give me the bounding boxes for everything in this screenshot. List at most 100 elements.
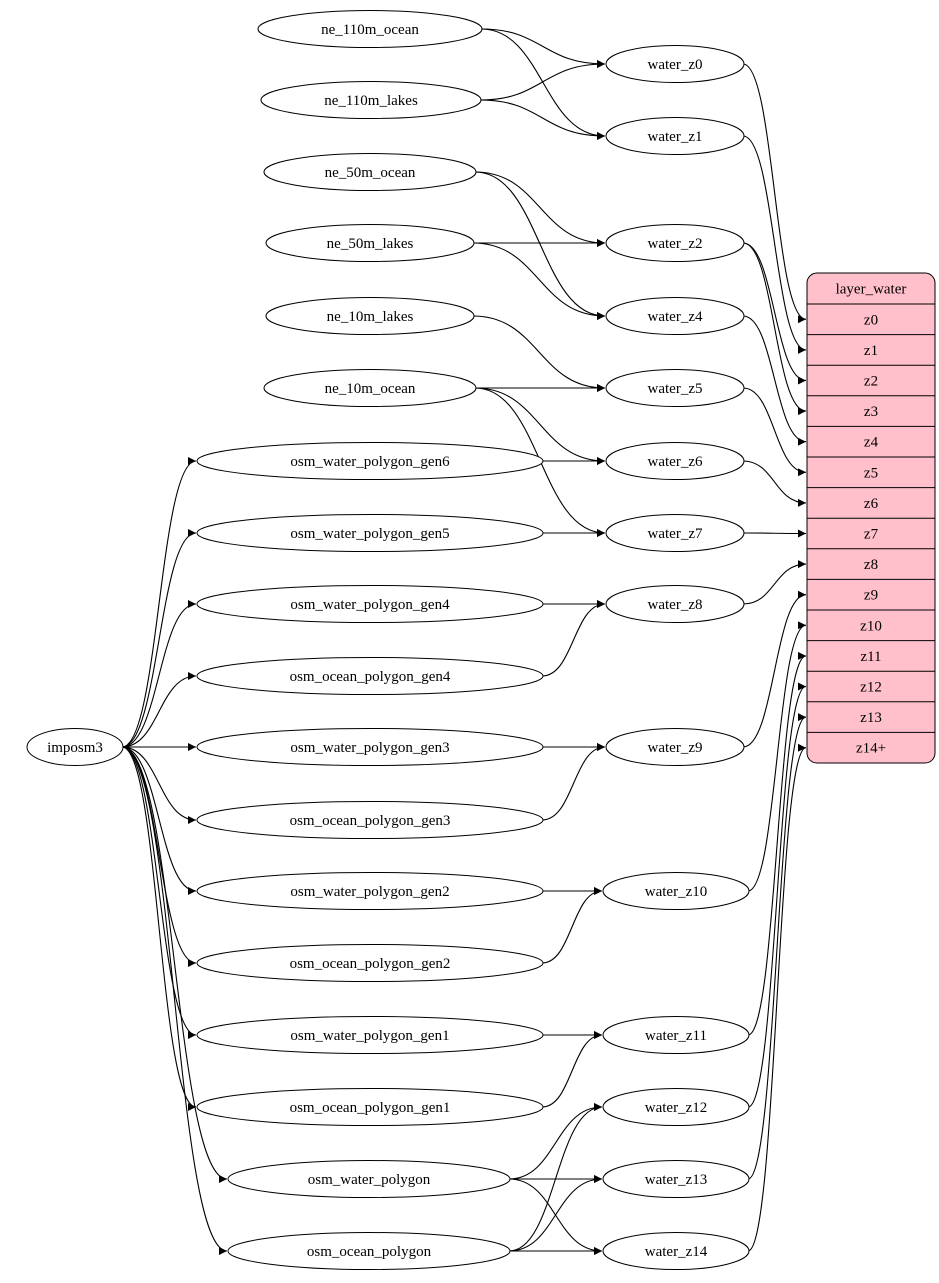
edge-osm_ocean_polygon_gen3-to-water_z9 bbox=[541, 743, 606, 821]
node-label-osm_ocean_polygon_gen4: osm_ocean_polygon_gen4 bbox=[290, 669, 451, 685]
edge-water_z4-to-z4 bbox=[742, 315, 807, 446]
node-osm_ocean_polygon_gen1: osm_ocean_polygon_gen1 bbox=[196, 1088, 544, 1126]
edge-water_z11-to-z11 bbox=[747, 652, 807, 1036]
node-shape-water_z14 bbox=[602, 1232, 750, 1270]
node-label-ne_50m_ocean: ne_50m_ocean bbox=[325, 165, 416, 181]
edge-water_z10-to-z10 bbox=[747, 621, 807, 892]
edge-imposm3-to-osm_water_polygon_gen5 bbox=[121, 529, 197, 748]
node-water_z0: water_z0 bbox=[605, 45, 745, 83]
node-osm_ocean_polygon_gen3: osm_ocean_polygon_gen3 bbox=[196, 801, 544, 839]
node-water_z7: water_z7 bbox=[605, 514, 745, 552]
table-row-z11: z11 bbox=[860, 649, 881, 665]
node-shape-water_z7 bbox=[605, 514, 745, 552]
node-shape-water_z10 bbox=[602, 872, 750, 910]
edge-ne_50m_ocean-to-water_z2 bbox=[474, 171, 606, 247]
edge-osm_ocean_polygon_gen2-to-water_z10 bbox=[541, 887, 603, 964]
edge-ne_50m_lakes-to-water_z4 bbox=[472, 242, 606, 320]
node-label-osm_ocean_polygon_gen3: osm_ocean_polygon_gen3 bbox=[290, 813, 451, 829]
node-shape-water_z4 bbox=[605, 297, 745, 335]
node-shape-ne_110m_lakes bbox=[260, 81, 482, 119]
node-shape-osm_water_polygon_gen1 bbox=[196, 1016, 544, 1054]
edge-ne_110m_ocean-to-water_z0 bbox=[480, 28, 606, 68]
edge-water_z13-to-z13 bbox=[747, 713, 807, 1180]
node-shape-imposm3 bbox=[26, 728, 124, 766]
table-row-z9: z9 bbox=[864, 588, 878, 604]
edge-imposm3-to-osm_water_polygon_gen6 bbox=[121, 457, 197, 748]
node-osm_water_polygon_gen6: osm_water_polygon_gen6 bbox=[196, 442, 544, 480]
node-label-water_z13: water_z13 bbox=[645, 1172, 707, 1188]
edge-osm_water_polygon-to-water_z12 bbox=[508, 1103, 603, 1180]
node-shape-water_z1 bbox=[605, 117, 745, 155]
node-water_z8: water_z8 bbox=[605, 585, 745, 623]
node-ne_110m_ocean: ne_110m_ocean bbox=[257, 10, 483, 48]
table-row-z3: z3 bbox=[864, 404, 878, 420]
table-row-z13: z13 bbox=[860, 710, 882, 726]
table-row-z1: z1 bbox=[864, 343, 878, 359]
node-osm_water_polygon_gen4: osm_water_polygon_gen4 bbox=[196, 585, 544, 623]
node-shape-ne_110m_ocean bbox=[257, 10, 483, 48]
node-shape-osm_ocean_polygon_gen1 bbox=[196, 1088, 544, 1126]
node-ne_10m_ocean: ne_10m_ocean bbox=[263, 369, 477, 407]
edge-ne_10m_ocean-to-water_z6 bbox=[474, 387, 606, 465]
node-label-ne_110m_ocean: ne_110m_ocean bbox=[321, 22, 419, 38]
table-row-z10: z10 bbox=[860, 618, 882, 634]
node-osm_water_polygon_gen3: osm_water_polygon_gen3 bbox=[196, 728, 544, 766]
node-label-ne_110m_lakes: ne_110m_lakes bbox=[324, 93, 418, 109]
table-row-z8: z8 bbox=[864, 557, 878, 573]
node-label-water_z2: water_z2 bbox=[648, 236, 703, 252]
node-shape-water_z5 bbox=[605, 369, 745, 407]
node-label-water_z5: water_z5 bbox=[648, 381, 703, 397]
table-row-z0: z0 bbox=[864, 312, 878, 328]
edge-imposm3-to-osm_water_polygon_gen4 bbox=[121, 600, 197, 748]
edge-water_z2-to-z2 bbox=[742, 242, 807, 385]
node-shape-water_z9 bbox=[605, 728, 745, 766]
node-shape-water_z0 bbox=[605, 45, 745, 83]
layer-water-table-title: layer_water bbox=[836, 282, 907, 298]
node-label-osm_water_polygon: osm_water_polygon bbox=[308, 1172, 431, 1188]
node-shape-osm_water_polygon_gen2 bbox=[196, 872, 544, 910]
node-shape-osm_water_polygon_gen5 bbox=[196, 514, 544, 552]
node-label-imposm3: imposm3 bbox=[47, 740, 103, 756]
node-shape-water_z12 bbox=[602, 1088, 750, 1126]
node-label-osm_ocean_polygon_gen1: osm_ocean_polygon_gen1 bbox=[290, 1100, 451, 1116]
node-shape-ne_10m_lakes bbox=[265, 297, 475, 335]
edge-osm_ocean_polygon-to-water_z12 bbox=[508, 1103, 603, 1252]
node-water_z4: water_z4 bbox=[605, 297, 745, 335]
node-label-ne_50m_lakes: ne_50m_lakes bbox=[327, 236, 414, 252]
edge-water_z5-to-z5 bbox=[742, 387, 807, 477]
node-water_z13: water_z13 bbox=[602, 1160, 750, 1198]
edges-layer bbox=[121, 28, 807, 1255]
node-water_z6: water_z6 bbox=[605, 442, 745, 480]
node-imposm3: imposm3 bbox=[26, 728, 124, 766]
edge-osm_ocean_polygon_gen1-to-water_z11 bbox=[541, 1031, 603, 1108]
edge-water_z14-to-z14+ bbox=[747, 743, 807, 1252]
edge-water_z2-to-z3 bbox=[742, 242, 807, 416]
edge-ne_50m_ocean-to-water_z4 bbox=[474, 171, 606, 320]
edge-imposm3-to-osm_ocean_polygon_gen1 bbox=[121, 746, 197, 1111]
table-row-z6: z6 bbox=[864, 496, 879, 512]
node-water_z11: water_z11 bbox=[602, 1016, 750, 1054]
node-label-osm_ocean_polygon_gen2: osm_ocean_polygon_gen2 bbox=[290, 956, 451, 972]
node-osm_water_polygon: osm_water_polygon bbox=[227, 1160, 511, 1198]
node-water_z14: water_z14 bbox=[602, 1232, 750, 1270]
edge-ne_110m_ocean-to-water_z1 bbox=[480, 28, 606, 140]
edge-ne_10m_lakes-to-water_z5 bbox=[472, 315, 606, 392]
node-water_z10: water_z10 bbox=[602, 872, 750, 910]
node-osm_water_polygon_gen5: osm_water_polygon_gen5 bbox=[196, 514, 544, 552]
node-shape-water_z13 bbox=[602, 1160, 750, 1198]
node-label-water_z6: water_z6 bbox=[648, 454, 703, 470]
node-label-osm_water_polygon_gen5: osm_water_polygon_gen5 bbox=[290, 526, 449, 542]
node-water_z12: water_z12 bbox=[602, 1088, 750, 1126]
edge-water_z9-to-z9 bbox=[742, 590, 807, 748]
table-row-z7: z7 bbox=[864, 527, 879, 543]
node-shape-water_z6 bbox=[605, 442, 745, 480]
node-shape-osm_ocean_polygon_gen4 bbox=[196, 657, 544, 695]
node-label-water_z1: water_z1 bbox=[648, 129, 703, 145]
node-label-water_z7: water_z7 bbox=[648, 526, 703, 542]
table-row-z2: z2 bbox=[864, 374, 878, 390]
node-label-water_z11: water_z11 bbox=[645, 1028, 707, 1044]
node-ne_50m_lakes: ne_50m_lakes bbox=[265, 224, 475, 262]
node-water_z9: water_z9 bbox=[605, 728, 745, 766]
